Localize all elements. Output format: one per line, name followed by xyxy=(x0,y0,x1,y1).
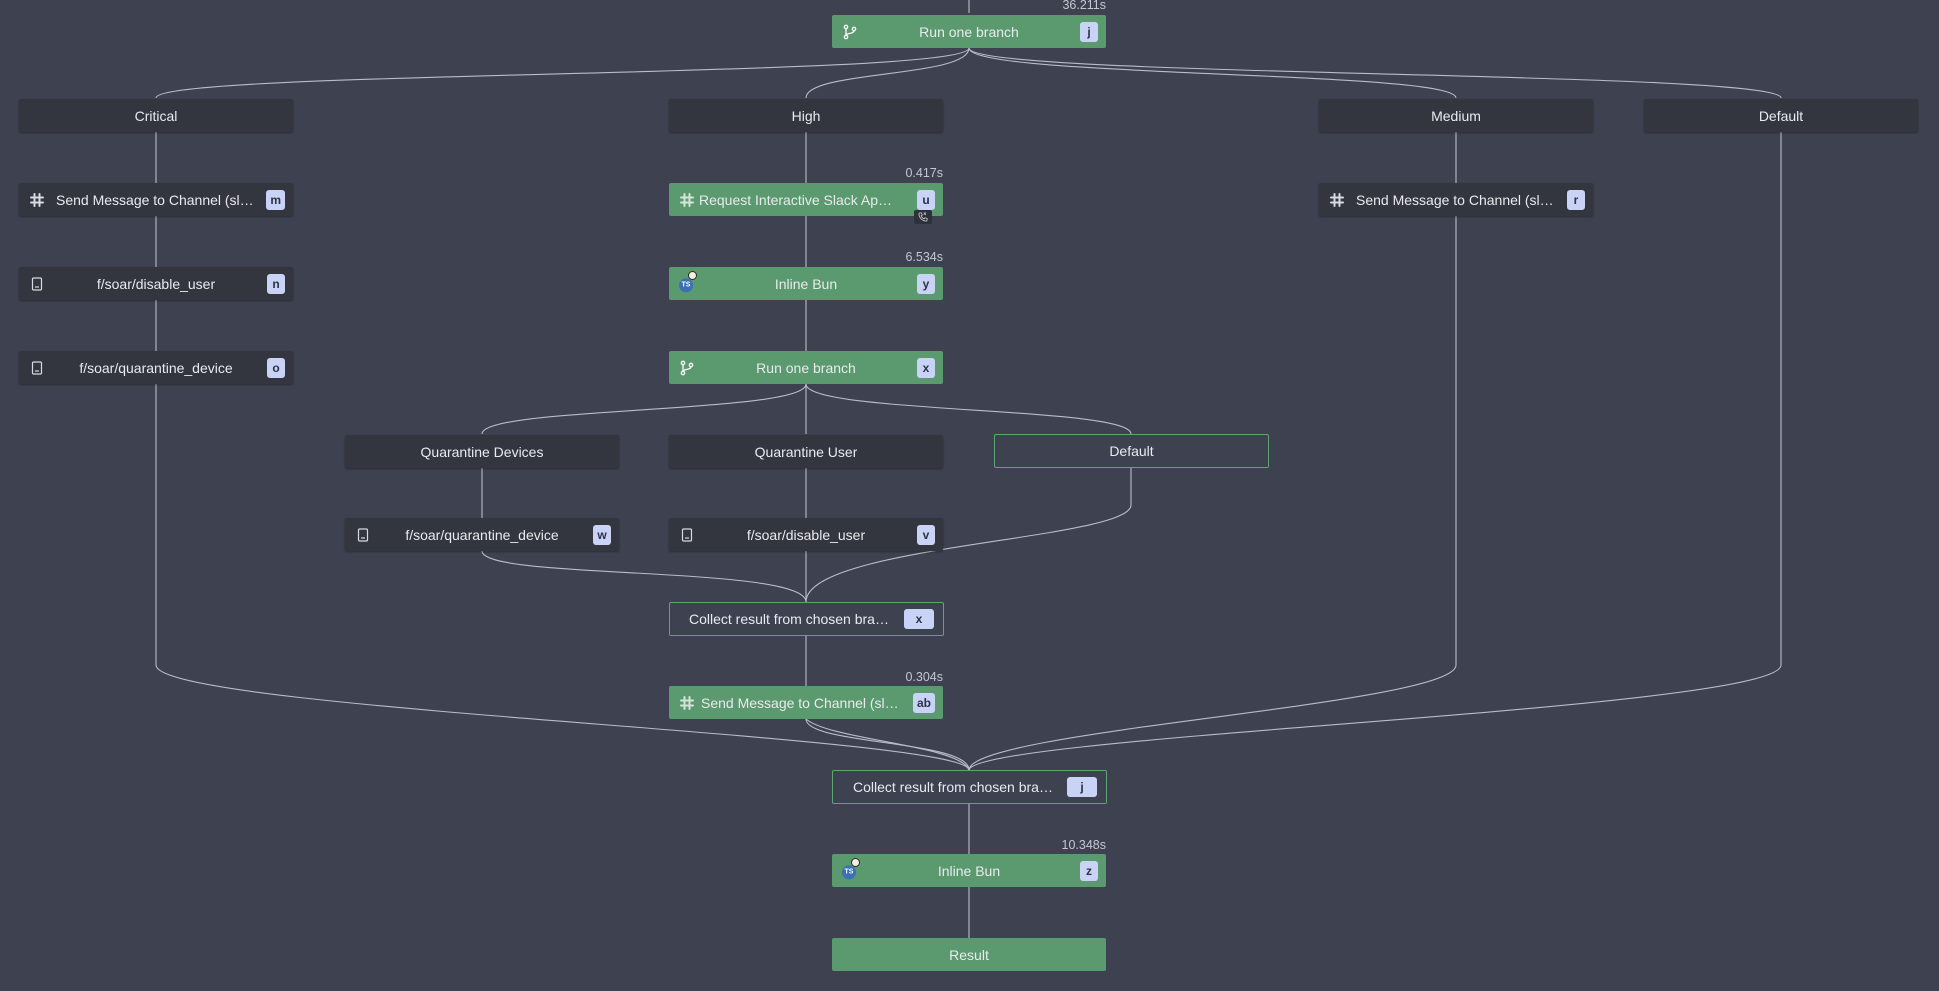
step-id-badge: x xyxy=(904,609,934,629)
step-node-r[interactable]: Send Message to Channel (slack) r xyxy=(1319,183,1593,216)
bun-typescript-icon: TS xyxy=(842,864,856,879)
node-label: Collect result from chosen branch xyxy=(853,779,1053,795)
branch-default[interactable]: Default xyxy=(1644,99,1918,132)
branch-default-inner[interactable]: Default xyxy=(994,434,1269,468)
branch-label: High xyxy=(791,107,821,124)
branch-node-x[interactable]: Run one branch x xyxy=(669,351,943,384)
step-id-badge: j xyxy=(1067,777,1097,797)
branch-label: Medium xyxy=(1431,107,1481,124)
phone-icon[interactable] xyxy=(914,210,932,224)
branch-label: Quarantine Devices xyxy=(420,443,544,460)
slack-icon xyxy=(679,695,695,711)
step-node-ab[interactable]: Send Message to Channel (sla... ab xyxy=(669,686,943,719)
slack-icon xyxy=(679,192,695,208)
branch-high[interactable]: High xyxy=(669,99,943,132)
step-node-u[interactable]: Request Interactive Slack Appro... u xyxy=(669,183,943,216)
node-label: Send Message to Channel (sla... xyxy=(701,694,905,711)
bun-logo-icon xyxy=(688,271,697,280)
edge xyxy=(805,718,970,771)
branch-label: Default xyxy=(1109,443,1154,459)
bun-logo-icon xyxy=(851,858,860,867)
branch-quarantine-devices[interactable]: Quarantine Devices xyxy=(345,435,619,468)
bun-typescript-icon: TS xyxy=(679,277,693,292)
branch-label: Quarantine User xyxy=(754,443,858,460)
duration-label: 6.534s xyxy=(905,250,943,264)
node-label: f/soar/quarantine_device xyxy=(405,526,559,543)
branch-critical[interactable]: Critical xyxy=(19,99,293,132)
duration-label: 10.348s xyxy=(1061,838,1106,852)
result-node[interactable]: Result xyxy=(832,938,1106,971)
node-label: Inline Bun xyxy=(937,862,1001,879)
step-id-badge: ab xyxy=(912,692,935,713)
node-label: Result xyxy=(949,946,989,963)
script-icon xyxy=(355,527,371,543)
node-label: Run one branch xyxy=(756,359,856,376)
step-node-o[interactable]: f/soar/quarantine_device o xyxy=(19,351,293,384)
node-label: f/soar/disable_user xyxy=(96,275,216,292)
duration-label: 0.417s xyxy=(905,166,943,180)
script-icon xyxy=(29,276,45,292)
step-id-badge: v xyxy=(917,524,935,545)
step-node-y[interactable]: TS Inline Bun y xyxy=(669,267,943,300)
step-id-badge: u xyxy=(917,189,935,210)
node-label: Inline Bun xyxy=(774,275,838,292)
step-id-badge: o xyxy=(267,357,285,378)
edge xyxy=(155,47,970,99)
node-label: Send Message to Channel (slack) xyxy=(56,191,256,208)
node-label: f/soar/quarantine_device xyxy=(79,359,233,376)
branch-label: Default xyxy=(1758,107,1804,124)
branch-icon xyxy=(679,360,695,376)
edge xyxy=(805,383,1132,435)
node-label: f/soar/disable_user xyxy=(746,526,866,543)
step-id-badge: n xyxy=(267,273,285,294)
duration-label: 36.211s xyxy=(1062,0,1106,12)
step-id-badge: r xyxy=(1567,189,1585,210)
step-id-badge: y xyxy=(917,273,935,294)
step-id-badge: m xyxy=(266,189,285,210)
slack-icon xyxy=(29,192,45,208)
slack-icon xyxy=(1329,192,1345,208)
branch-icon xyxy=(842,24,858,40)
duration-label: 0.304s xyxy=(905,670,943,684)
edge xyxy=(968,216,1457,771)
branch-node-top[interactable]: Run one branch j xyxy=(832,15,1106,48)
step-id-badge: j xyxy=(1080,21,1098,42)
edge xyxy=(805,718,970,771)
node-label: Collect result from chosen branch xyxy=(689,611,889,627)
step-node-v[interactable]: f/soar/disable_user v xyxy=(669,518,943,551)
edge xyxy=(481,383,807,435)
node-label: Run one branch xyxy=(919,23,1019,40)
step-node-w[interactable]: f/soar/quarantine_device w xyxy=(345,518,619,551)
script-icon xyxy=(679,527,695,543)
step-node-m[interactable]: Send Message to Channel (slack) m xyxy=(19,183,293,216)
branch-medium[interactable]: Medium xyxy=(1319,99,1593,132)
script-icon xyxy=(29,360,45,376)
collect-node-x[interactable]: Collect result from chosen branch x xyxy=(669,602,944,636)
node-label: Send Message to Channel (slack) xyxy=(1356,191,1556,208)
step-id-badge: x xyxy=(917,357,935,378)
branch-label: Critical xyxy=(134,107,178,124)
branch-quarantine-user[interactable]: Quarantine User xyxy=(669,435,943,468)
node-label: Request Interactive Slack Appro... xyxy=(699,191,910,208)
edge xyxy=(968,47,1782,99)
step-id-badge: w xyxy=(593,524,611,545)
edge xyxy=(968,47,1457,99)
edge xyxy=(481,550,807,603)
collect-node-j[interactable]: Collect result from chosen branch j xyxy=(832,770,1107,804)
step-node-z[interactable]: TS Inline Bun z xyxy=(832,854,1106,887)
step-id-badge: z xyxy=(1080,860,1098,881)
edge xyxy=(805,47,970,99)
step-node-n[interactable]: f/soar/disable_user n xyxy=(19,267,293,300)
